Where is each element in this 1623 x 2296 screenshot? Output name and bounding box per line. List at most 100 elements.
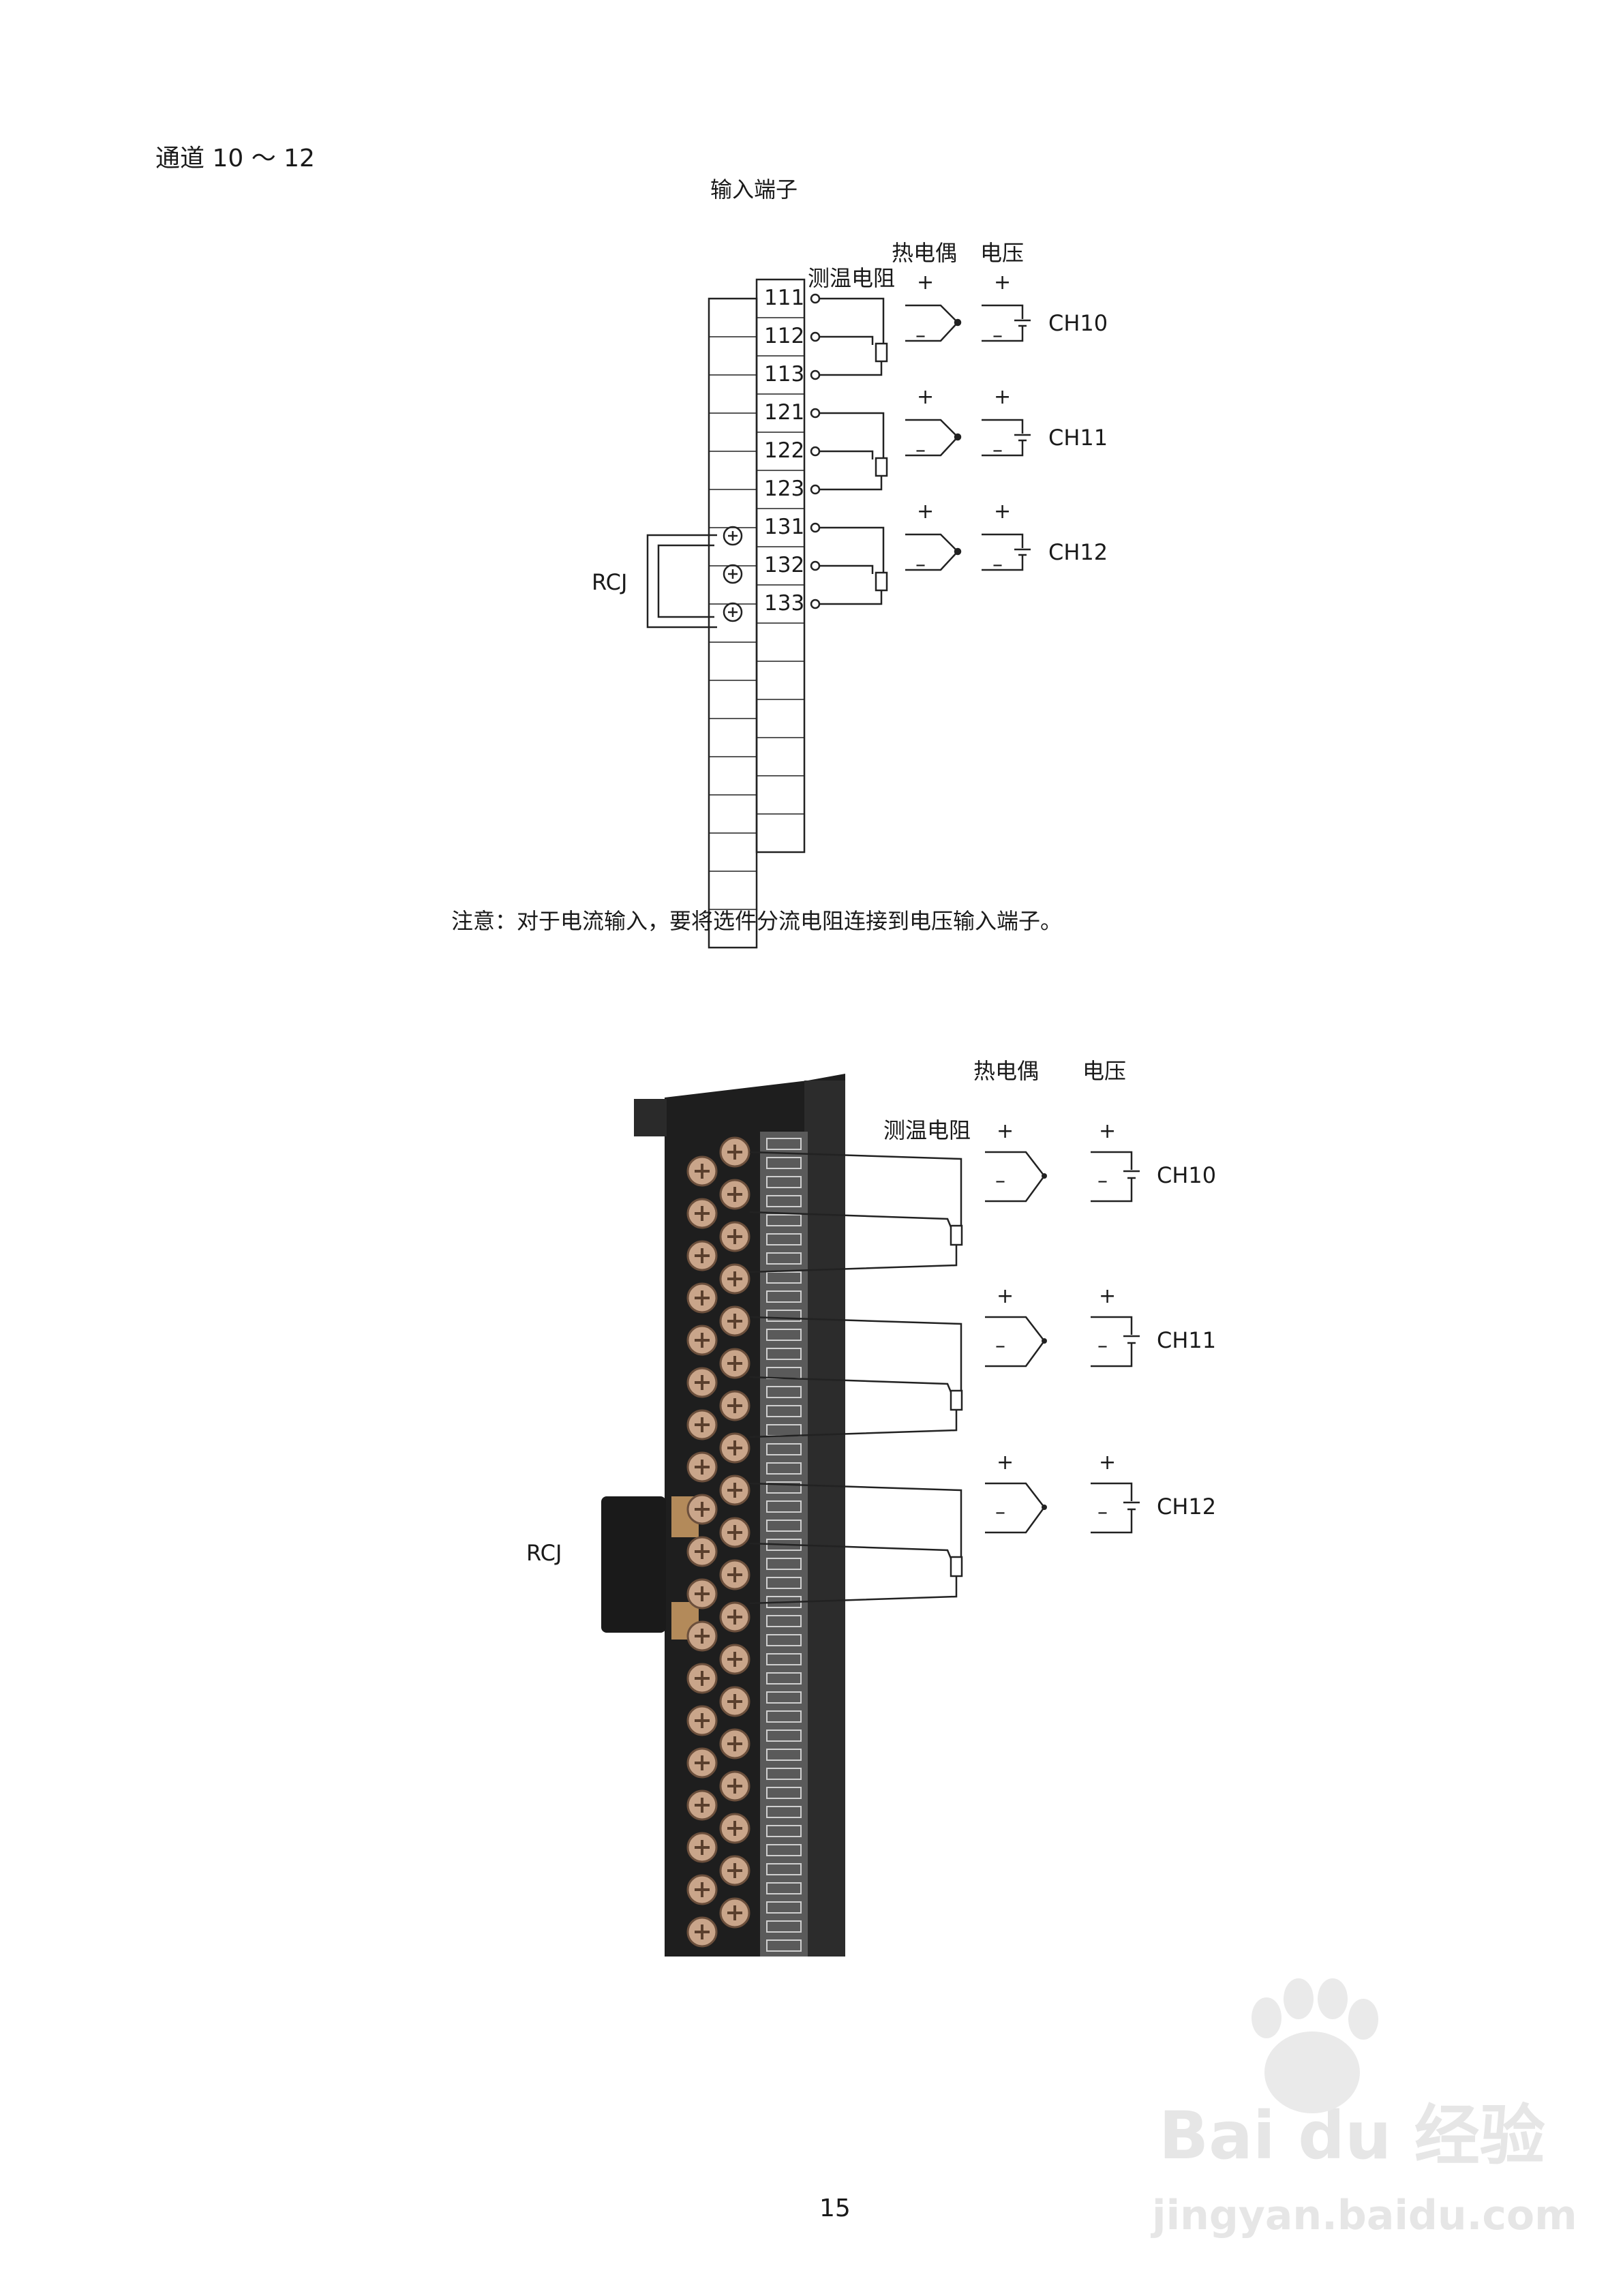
- rtd-wire: [749, 1245, 958, 1273]
- rcj-screw-icon: [723, 602, 743, 622]
- rtd-wire: [819, 335, 874, 345]
- note-text: 注意：对于电流输入，要将选件分流电阻连接到电压输入端子。: [451, 908, 1063, 934]
- rail-slot: [766, 1634, 802, 1646]
- terminal-111-label: 111: [764, 286, 805, 310]
- thermocouple-junction: [1042, 1173, 1047, 1179]
- diagram1-legend-voltage: 电压: [980, 240, 1025, 266]
- rtd-wire: [819, 476, 883, 491]
- rail-slot: [766, 1710, 802, 1723]
- rail-slot: [766, 1462, 802, 1475]
- tc-plus-sign: +: [997, 1119, 1014, 1143]
- rail-slot: [766, 1157, 802, 1169]
- rail-slot: [766, 1443, 802, 1455]
- rail-slot: [766, 1138, 802, 1150]
- terminal-112-label: 112: [764, 324, 805, 348]
- rtd-wire: [819, 412, 885, 458]
- rtd-wire: [749, 1376, 952, 1393]
- volt-plus-sign: +: [994, 385, 1012, 409]
- voltage-source-icon: [1091, 1316, 1133, 1335]
- rcj-screw-icon: [723, 564, 743, 584]
- diagram2-legend-voltage: 电压: [1082, 1058, 1127, 1084]
- housing-tab: [634, 1099, 667, 1136]
- diagram1-title: 输入端子: [710, 177, 798, 202]
- tc-minus-sign: –: [915, 324, 926, 348]
- voltage-source-icon: [982, 555, 1024, 571]
- tc-plus-sign: +: [997, 1451, 1014, 1475]
- channel-label-CH11: CH11: [1048, 425, 1108, 451]
- voltage-source-icon: [1091, 1178, 1133, 1203]
- rail-slot: [766, 1844, 802, 1856]
- voltage-source-icon: [1091, 1151, 1133, 1170]
- volt-minus-sign: –: [992, 438, 1003, 462]
- rail-slot: [766, 1653, 802, 1665]
- rtd-wire: [749, 1410, 958, 1438]
- rcj-bracket: [646, 534, 717, 629]
- tc-plus-sign: +: [917, 271, 935, 294]
- rail-slot: [766, 1520, 802, 1532]
- channel-label-CH11: CH11: [1157, 1327, 1217, 1353]
- rail-slot: [766, 1577, 802, 1589]
- terminal-131-label: 131: [764, 515, 805, 539]
- rail-slot: [766, 1920, 802, 1933]
- tc-minus-sign: –: [995, 1500, 1005, 1524]
- rail-slot: [766, 1329, 802, 1341]
- rail-slot: [766, 1290, 802, 1303]
- terminal-132-label: 132: [764, 553, 805, 577]
- rail-slot: [766, 1271, 802, 1284]
- voltage-source-icon: [982, 440, 1024, 457]
- volt-plus-sign: +: [1099, 1119, 1117, 1143]
- volt-minus-sign: –: [992, 324, 1003, 348]
- voltage-source-icon: [982, 326, 1024, 342]
- rail-slot: [766, 1558, 802, 1570]
- volt-plus-sign: +: [1099, 1284, 1117, 1308]
- voltage-source-icon: [1091, 1509, 1133, 1534]
- rail-slot: [766, 1691, 802, 1704]
- rail-slot: [766, 1405, 802, 1417]
- rail-slot: [766, 1806, 802, 1818]
- rail-slot: [766, 1787, 802, 1799]
- page-header: 通道 10 ～ 12: [155, 145, 315, 172]
- rtd-wire: [749, 1316, 962, 1391]
- voltage-source-icon: [1091, 1343, 1133, 1368]
- thermocouple-junction: [1042, 1338, 1047, 1344]
- rtd-wire: [819, 450, 874, 459]
- watermark-brand: Bai du 经验: [1159, 2098, 1545, 2174]
- rail-slot: [766, 1500, 802, 1513]
- rail-slot: [766, 1749, 802, 1761]
- tc-plus-sign: +: [917, 500, 935, 524]
- rtd-wire: [749, 1211, 952, 1228]
- volt-minus-sign: –: [992, 553, 1003, 577]
- diagram1-legend-rtd: 测温电阻: [808, 265, 896, 291]
- tc-minus-sign: –: [915, 438, 926, 462]
- rail-slot: [766, 1176, 802, 1188]
- rtd-wire: [749, 1151, 962, 1226]
- terminal-121-label: 121: [764, 400, 805, 425]
- channel-label-CH10: CH10: [1157, 1162, 1217, 1188]
- rtd-wire: [749, 1576, 958, 1605]
- watermark-url: jingyan.baidu.com: [1152, 2192, 1577, 2239]
- channel-label-CH10: CH10: [1048, 310, 1108, 336]
- rail-slot: [766, 1901, 802, 1914]
- volt-plus-sign: +: [994, 500, 1012, 524]
- rtd-wire: [819, 564, 874, 574]
- rail-slot: [766, 1882, 802, 1894]
- rtd-wire: [819, 297, 885, 344]
- rail-slot: [766, 1252, 802, 1265]
- volt-minus-sign: –: [1097, 1334, 1108, 1358]
- diagram1-rcj-label: RCJ: [592, 569, 628, 595]
- rail-slot: [766, 1195, 802, 1207]
- channel-label-CH12: CH12: [1048, 539, 1108, 565]
- diagram1-legend-thermocouple: 热电偶: [892, 240, 958, 266]
- rail-slot: [766, 1386, 802, 1398]
- thermocouple-junction: [954, 318, 962, 327]
- voltage-source-icon: [982, 533, 1024, 548]
- rail-slot: [766, 1825, 802, 1837]
- diagram2-rcj-label: RCJ: [526, 1540, 562, 1566]
- rtd-wire: [819, 361, 883, 376]
- rail-slot: [766, 1863, 802, 1875]
- voltage-source-icon: [982, 304, 1024, 319]
- channel-label-CH12: CH12: [1157, 1494, 1217, 1520]
